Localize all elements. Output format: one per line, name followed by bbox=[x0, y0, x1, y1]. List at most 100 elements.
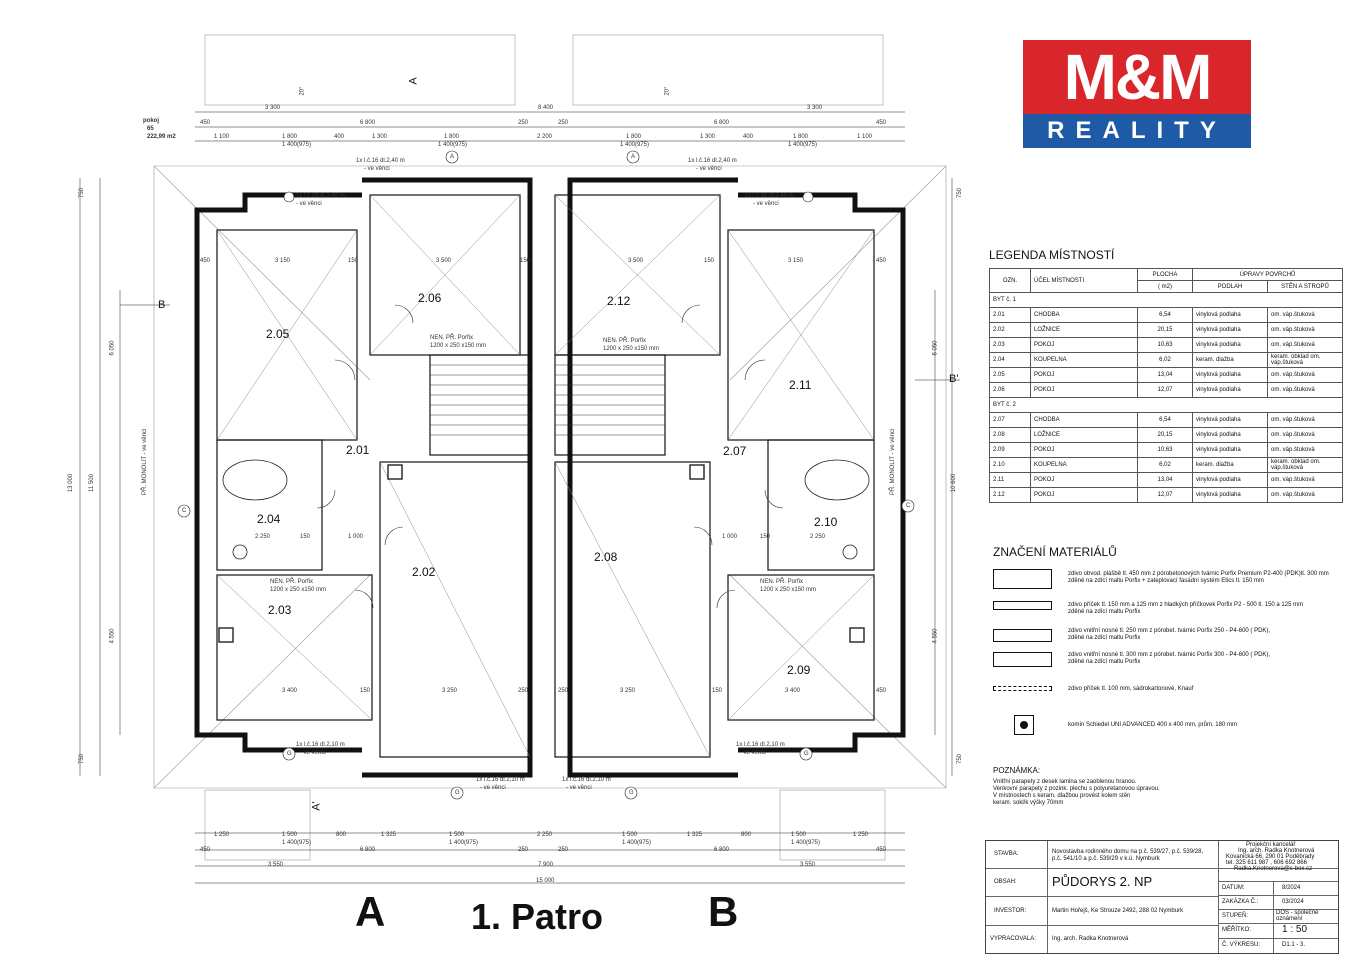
axis-label-a: A bbox=[450, 154, 455, 160]
porfix-note: 1200 x 250 x150 mm bbox=[270, 587, 327, 593]
room-label-2-07: 2.07 bbox=[723, 444, 747, 458]
pokoj-note-3: 222,99 m2 bbox=[147, 134, 176, 140]
cell: om. váp.štuková bbox=[1267, 367, 1343, 383]
cell: 13,04 bbox=[1137, 472, 1193, 488]
cell: KOUPELNA bbox=[1030, 352, 1138, 368]
dim-bottom-row2: 450 bbox=[876, 847, 887, 853]
room-2-04 bbox=[216, 439, 323, 571]
material-text: zděné na zdící maltu Porfix bbox=[1068, 659, 1141, 665]
inner-dim: 3 500 bbox=[436, 258, 452, 264]
dim-top-row2: 250 bbox=[518, 120, 529, 126]
inner-dim: 1 000 bbox=[722, 534, 738, 540]
dim-top-row3: 1 300 bbox=[700, 134, 716, 140]
vykres-value: D1.1 - 3. bbox=[1282, 942, 1306, 948]
side-dim: 750 bbox=[957, 187, 964, 199]
inner-dim: 150 bbox=[360, 688, 371, 694]
inner-dim: 150 bbox=[760, 534, 771, 540]
cell: CHODBA bbox=[1030, 412, 1138, 428]
window-note: - ve věnci bbox=[696, 166, 722, 172]
cell: 6,02 bbox=[1137, 352, 1193, 368]
room-2-03 bbox=[216, 574, 373, 721]
stupen-value: DOS - společné oznámení bbox=[1276, 910, 1319, 922]
note-line: keram. sokl/k výšky 70mm bbox=[993, 800, 1064, 806]
axis-marker-g-left bbox=[450, 786, 464, 800]
cell: 2.10 bbox=[989, 457, 1031, 473]
side-dim: 13 000 bbox=[68, 473, 75, 493]
bathtub-left bbox=[222, 459, 288, 501]
cell: om. váp.štuková bbox=[1267, 382, 1343, 398]
cell: keram. obklad om. váp.štuková bbox=[1267, 352, 1343, 368]
axis-label-c: C bbox=[906, 503, 911, 509]
porfix-note: NEN. PŘ. Porfix bbox=[603, 338, 647, 344]
floor-plan-drawing bbox=[79, 34, 960, 884]
legend-header-podlah: PODLAH bbox=[1192, 280, 1268, 293]
dim-top-row2: 250 bbox=[558, 120, 569, 126]
stupen-label: STUPEŇ: bbox=[1222, 913, 1249, 919]
cell: keram. dlažba bbox=[1192, 352, 1268, 368]
cell: 20,15 bbox=[1137, 427, 1193, 443]
window-note: 1x l.č.16 dl.2,10 m bbox=[736, 742, 785, 748]
office-line: tel. 325 611 987 , 606 692 866 bbox=[1226, 860, 1307, 866]
room-label-2-11: 2.11 bbox=[789, 378, 812, 392]
axis-marker-a-left bbox=[445, 150, 459, 164]
dim-top-1: 3 300 bbox=[265, 105, 281, 111]
notes-title: POZNÁMKA: bbox=[993, 766, 1041, 775]
window-note: - ve věnci bbox=[480, 785, 506, 791]
cell: POKOJ bbox=[1030, 337, 1138, 353]
cell: 13,04 bbox=[1137, 367, 1193, 383]
inner-dim: 2 250 bbox=[810, 534, 826, 540]
dim-top-row3: 1 800 bbox=[626, 134, 642, 140]
caption-b: B bbox=[708, 888, 739, 935]
bathtub-right bbox=[804, 459, 870, 501]
legend-group-2: BYT č. 2 bbox=[989, 397, 1343, 413]
title-block: STAVBA: Novostavba rodinného domu na p.č… bbox=[985, 840, 1339, 954]
cell: 2.06 bbox=[989, 382, 1031, 398]
cell: vinylová podlaha bbox=[1192, 427, 1268, 443]
dim-bottom-row1: 2 250 bbox=[537, 832, 553, 838]
side-dim: 750 bbox=[79, 753, 86, 765]
investor-value: Martin Hořejš, Ke Strouze 2492, 288 02 N… bbox=[1052, 908, 1184, 914]
dim-bottom-row2: 250 bbox=[558, 847, 569, 853]
room-2-08 bbox=[554, 461, 711, 758]
dim-bottom-total: 15 000 bbox=[536, 878, 555, 884]
inner-dim: 250 bbox=[518, 688, 529, 694]
inner-dim: 3 400 bbox=[282, 688, 298, 694]
cell: 2.04 bbox=[989, 352, 1031, 368]
dim-top-row3: 1 800 bbox=[444, 134, 460, 140]
axis-label-g: G bbox=[804, 751, 809, 757]
logo-brand: M&M bbox=[1023, 40, 1251, 114]
cell: 2.03 bbox=[989, 337, 1031, 353]
meritko-value: 1 : 50 bbox=[1282, 924, 1308, 935]
cell: vinylová podlaha bbox=[1192, 382, 1268, 398]
room-label-2-01: 2.01 bbox=[346, 443, 370, 457]
dim-bottom-row2: 250 bbox=[518, 847, 529, 853]
axis-label-g: G bbox=[455, 790, 460, 796]
axis-label-a: A bbox=[631, 154, 636, 160]
office-line: Radka.Knotnerova@c-box.cz bbox=[1234, 866, 1313, 872]
material-swatch-bearing-300 bbox=[993, 652, 1052, 667]
window-note: - ve věnci bbox=[364, 166, 390, 172]
toilet-right bbox=[842, 544, 858, 560]
inner-dim: 3 400 bbox=[785, 688, 801, 694]
caption-floor: 1. Patro bbox=[471, 896, 604, 937]
dim-top-row3: 1 300 bbox=[372, 134, 388, 140]
room-2-10 bbox=[767, 439, 875, 571]
cell: POKOJ bbox=[1030, 442, 1138, 458]
material-text: zdivo příček tl. 150 mm a 125 mm z hladk… bbox=[1068, 602, 1304, 608]
dim-top-row3: 400 bbox=[743, 134, 754, 140]
side-dim: 11 500 bbox=[88, 474, 95, 492]
dim-top-2: 8 400 bbox=[538, 105, 554, 111]
dim-bottom-row1: 1 500 bbox=[449, 832, 465, 838]
office-line: Projekční kancelář bbox=[1246, 842, 1296, 848]
side-dim: 10 600 bbox=[951, 473, 958, 493]
inner-dim: 150 bbox=[704, 258, 715, 264]
window-note: 1x l.č.16 dl.2,10 m bbox=[476, 777, 525, 783]
room-label-2-12: 2.12 bbox=[607, 294, 631, 308]
inner-dim: 3 150 bbox=[788, 258, 804, 264]
window-note: - ve věnci bbox=[740, 750, 766, 756]
